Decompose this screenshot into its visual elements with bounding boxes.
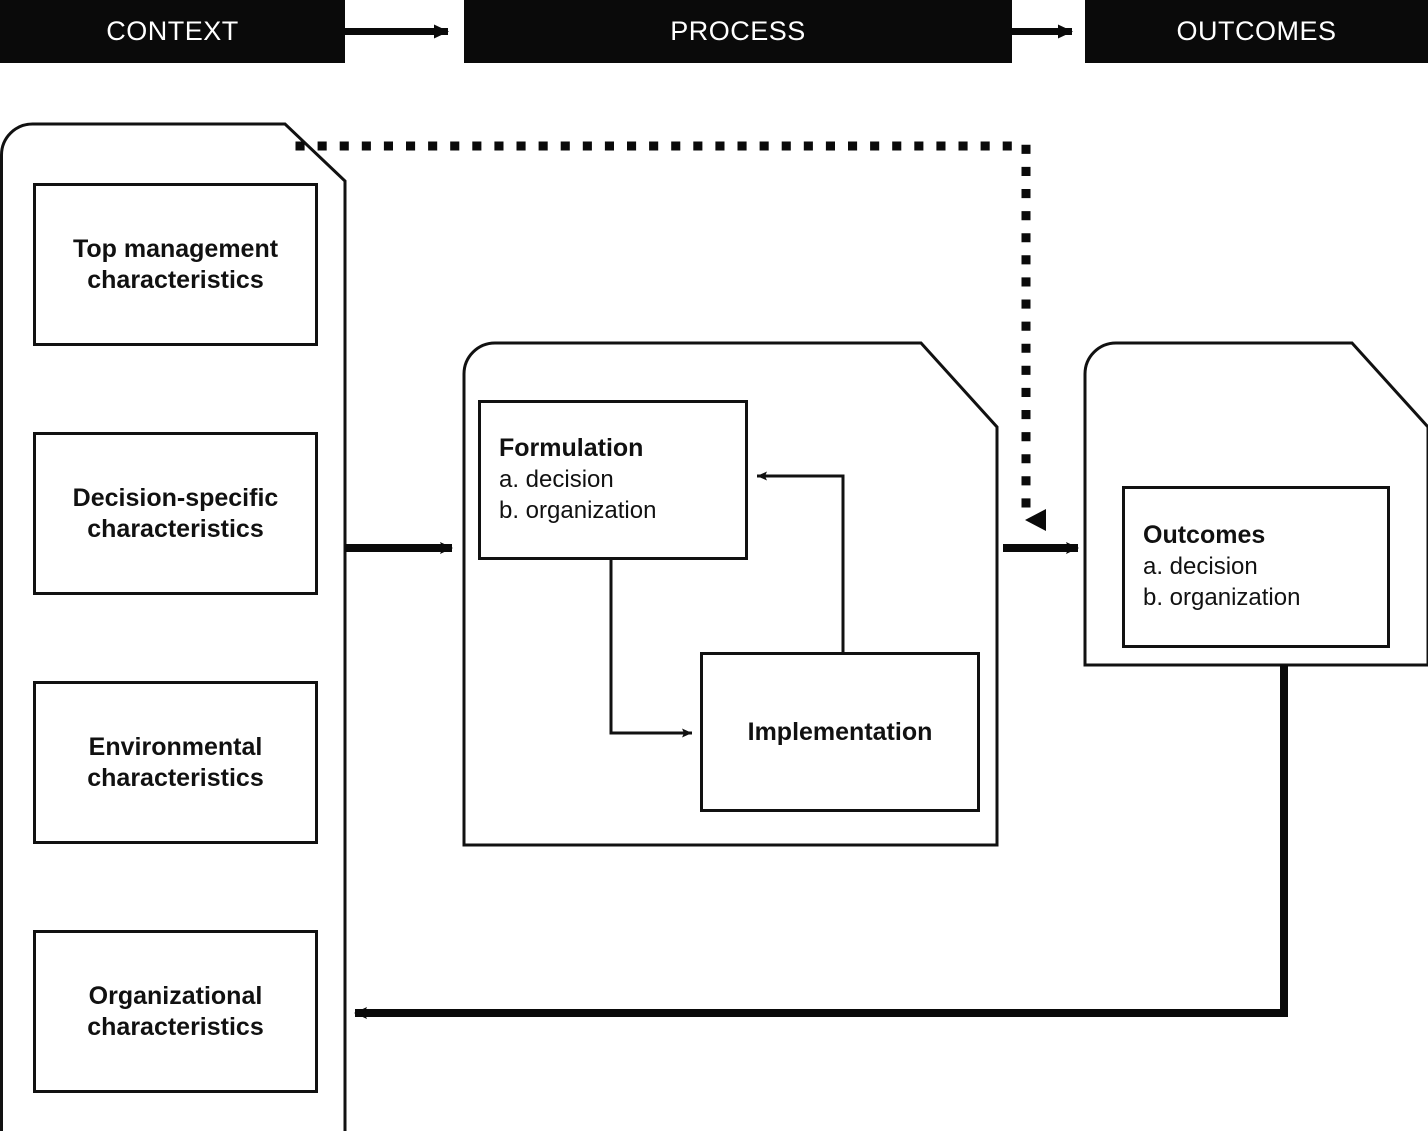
outcomes-title: Outcomes (1143, 521, 1266, 550)
process-container (462, 341, 999, 847)
outcomes-item-a: a. decision (1143, 552, 1258, 580)
formulation-title: Formulation (499, 434, 644, 463)
formulation-item-a: a. decision (499, 465, 614, 493)
implementation-to-formulation-arrow (757, 471, 845, 652)
phase-bar-outcomes: OUTCOMES (1085, 0, 1428, 63)
context-box-top-management-title: Top management (72, 235, 279, 263)
formulation-item-b: b. organization (499, 497, 657, 525)
context-container (0, 122, 347, 1131)
context-box-decision-specific-title: Decision-specific (72, 484, 279, 512)
formulation-to-implementation-arrow (609, 560, 692, 738)
context-box-organizational: Organizational characteristics (33, 930, 318, 1093)
phase-bar-outcomes-label: OUTCOMES (1176, 16, 1337, 46)
process-box-formulation: Formulation a. decision b. organization (478, 400, 748, 560)
context-box-decision-specific-subtitle: characteristics (87, 514, 264, 543)
context-box-organizational-title: Organizational (88, 982, 263, 1010)
context-box-environmental: Environmental characteristics (33, 681, 318, 844)
context-box-top-management: Top management characteristics (33, 183, 318, 346)
outcomes-container (1083, 341, 1428, 667)
phase-bar-context: CONTEXT (0, 0, 345, 63)
context-box-environmental-title: Environmental (88, 733, 263, 761)
context-box-environmental-subtitle: characteristics (87, 763, 264, 792)
process-box-implementation: Implementation (700, 652, 980, 812)
phase-bar-process-label: PROCESS (670, 16, 806, 46)
context-box-organizational-subtitle: characteristics (87, 1012, 264, 1041)
outcomes-box: Outcomes a. decision b. organization (1122, 486, 1390, 648)
context-box-top-management-subtitle: characteristics (87, 265, 264, 294)
context-box-decision-specific: Decision-specific characteristics (33, 432, 318, 595)
outcomes-item-b: b. organization (1143, 584, 1301, 612)
outcomes-feedback-arrow (354, 665, 1288, 1019)
context-to-outcomes-dotted-arrow (295, 141, 1046, 531)
phase-bar-process: PROCESS (464, 0, 1012, 63)
phase-bar-context-label: CONTEXT (106, 16, 239, 46)
implementation-title: Implementation (747, 717, 933, 746)
